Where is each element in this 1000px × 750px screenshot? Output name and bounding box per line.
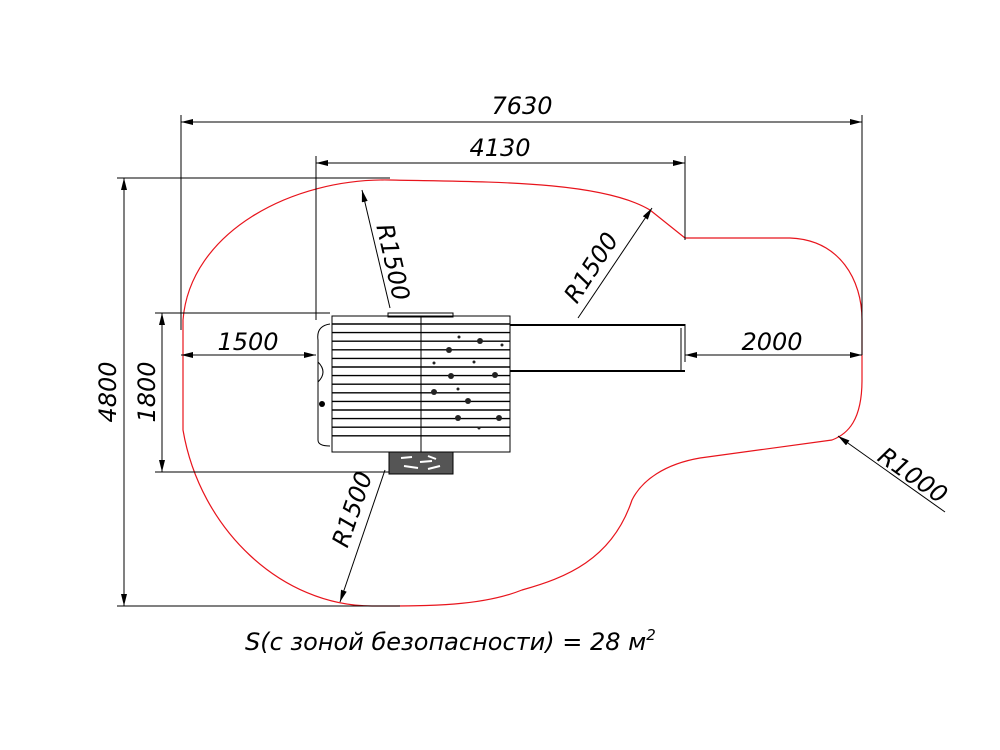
safety-zone-outline	[182, 179, 863, 607]
climbing-hold	[448, 373, 454, 379]
climbing-hold	[455, 415, 461, 421]
climbing-hold	[496, 415, 502, 421]
climbing-hold	[431, 389, 437, 395]
dim-1500: 1500	[217, 328, 278, 356]
climbing-hold	[477, 426, 481, 430]
climbing-hold	[456, 387, 460, 391]
extension-lines	[117, 115, 863, 607]
play-equipment	[317, 312, 685, 475]
dim-4130: 4130	[469, 134, 530, 162]
radius-bottom: R1500	[327, 468, 379, 551]
area-caption: S(с зоной безопасности) = 28 м2	[245, 626, 656, 656]
dim-2000: 2000	[741, 328, 802, 356]
climbing-hold	[492, 372, 498, 378]
climbing-hold	[472, 360, 476, 364]
slide	[510, 324, 685, 372]
climbing-hold	[500, 343, 504, 347]
dim-1800: 1800	[133, 361, 161, 422]
climbing-hold	[477, 338, 483, 344]
radius-top-right: R1500	[558, 227, 624, 307]
ladder	[388, 451, 454, 475]
area-caption-superscript: 2	[646, 626, 656, 644]
radius-right: R1000	[873, 442, 953, 510]
dimension-lines	[121, 119, 946, 606]
climbing-hold	[457, 335, 461, 339]
climbing-hold	[465, 398, 471, 404]
dim-7630: 7630	[491, 92, 552, 120]
climbing-hold	[446, 347, 452, 353]
climbing-hold	[432, 361, 436, 365]
dim-4800: 4800	[94, 361, 122, 422]
area-caption-text: S(с зоной безопасности) = 28 м	[245, 628, 646, 656]
radius-top-left: R1500	[370, 221, 415, 303]
